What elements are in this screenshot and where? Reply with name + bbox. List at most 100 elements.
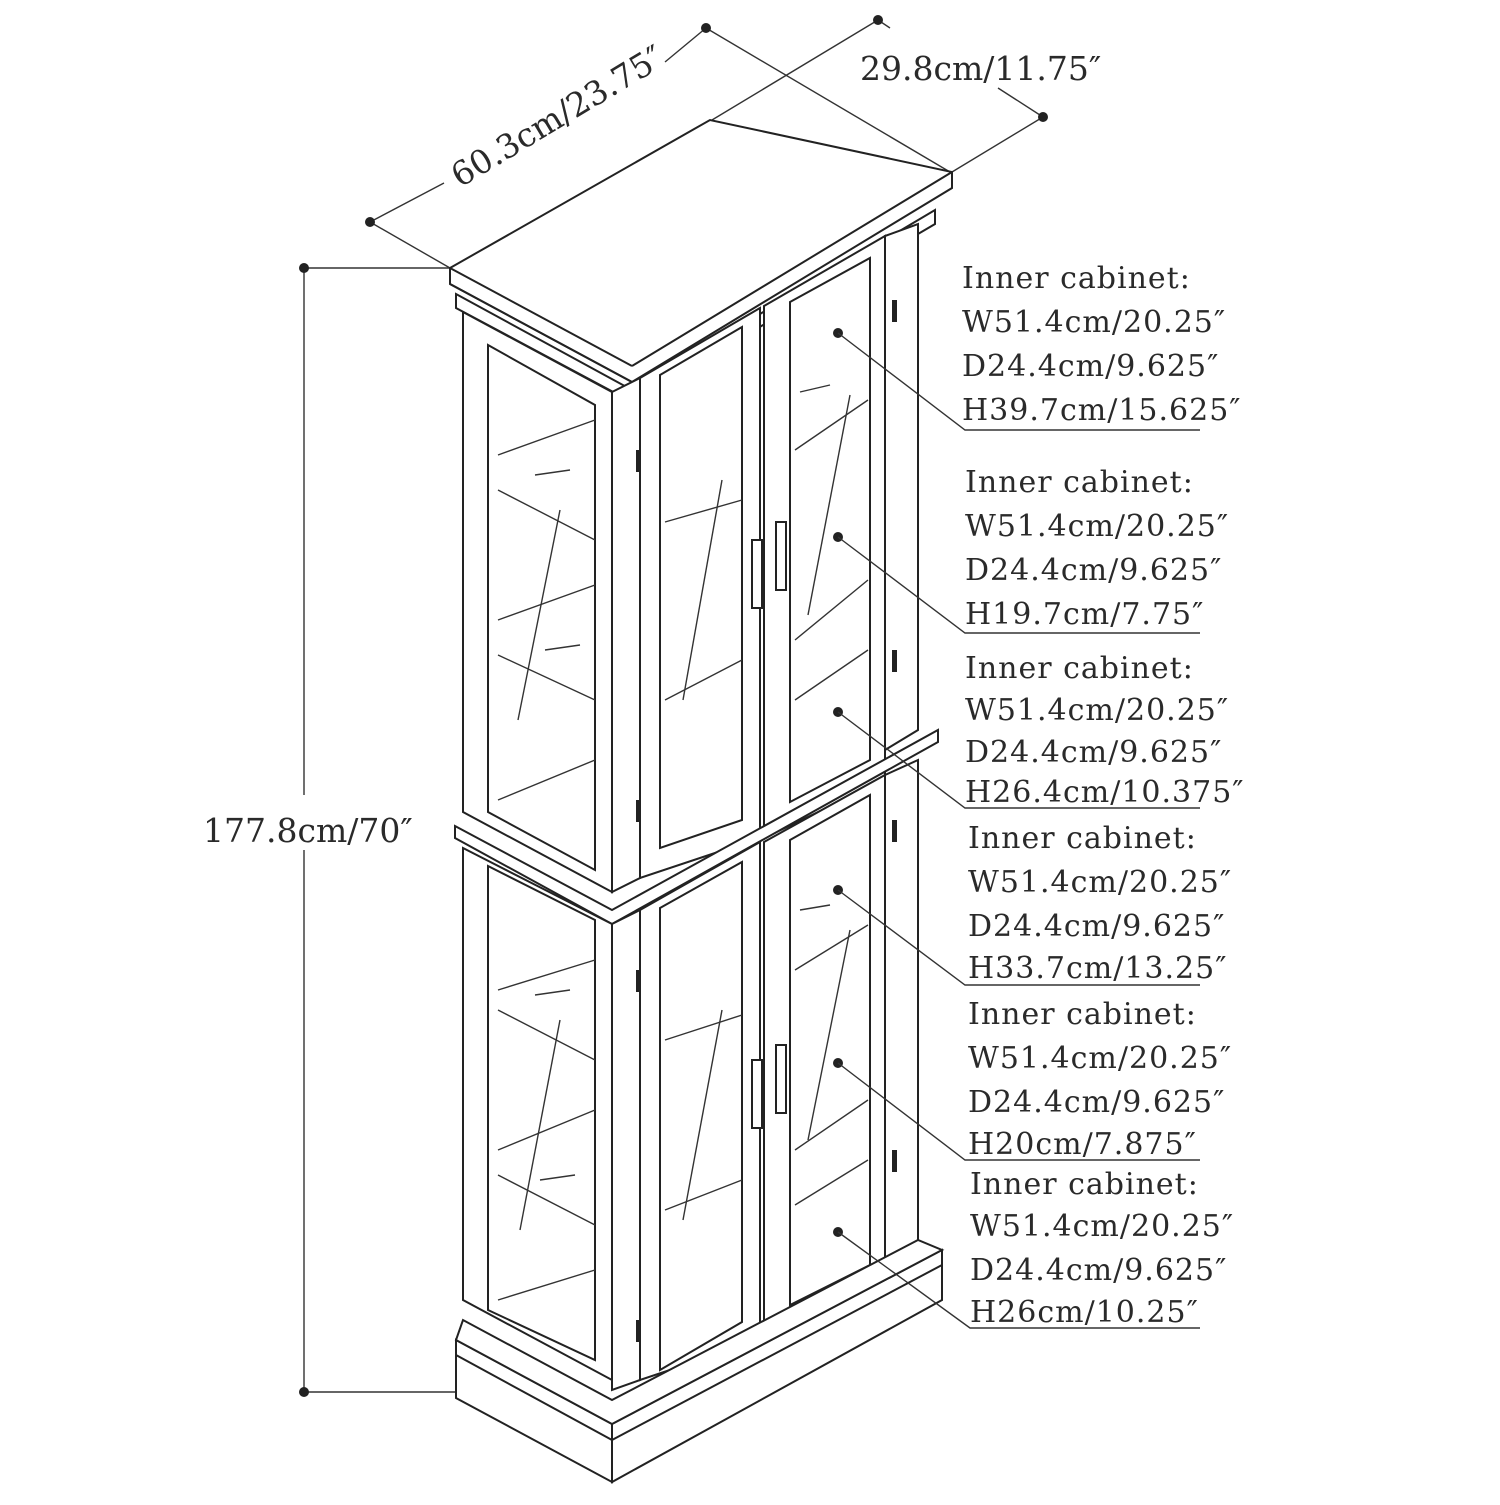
spec-block-3: Inner cabinet: W51.4cm/20.25″ D24.4cm/9.… bbox=[965, 651, 1245, 810]
lower-left-door-shelf-1 bbox=[664, 1014, 743, 1041]
lower-left-handle bbox=[751, 1059, 763, 1129]
leader-4-line bbox=[837, 889, 1200, 986]
height-dim-dot-bottom bbox=[299, 1387, 309, 1397]
lower-front-hinge-bottom bbox=[636, 1320, 641, 1342]
lower-left-shelf-2 bbox=[497, 1009, 596, 1061]
lower-left-glass-panel bbox=[487, 864, 596, 1362]
upper-left-glare-1 bbox=[534, 469, 571, 476]
upper-left-door-glass bbox=[659, 325, 743, 850]
lower-left-shelf-5 bbox=[497, 1269, 596, 1301]
height-dim-dot-top bbox=[299, 263, 309, 273]
upper-left-shelf-4 bbox=[497, 654, 596, 701]
lower-right-side bbox=[884, 758, 919, 1282]
upper-right-door-shelf-3 bbox=[794, 649, 869, 701]
lower-left-shelf-4 bbox=[497, 1174, 596, 1226]
upper-left-door-shelf-2 bbox=[664, 659, 743, 701]
upper-right-door-reflection bbox=[807, 394, 851, 616]
upper-right-side bbox=[884, 222, 919, 752]
leader-3 bbox=[833, 707, 1200, 809]
spec-2-depth: D24.4cm/9.625″ bbox=[965, 553, 1222, 588]
depth-extension-front bbox=[951, 116, 1044, 173]
depth-dim-line-b bbox=[997, 87, 1044, 118]
top-front-edge bbox=[449, 283, 633, 383]
lower-left-shelf-3 bbox=[497, 1109, 596, 1151]
spec-1-depth: D24.4cm/9.625″ bbox=[962, 349, 1219, 384]
height-dimension-label: 177.8cm/70″ bbox=[203, 811, 413, 850]
leader-6 bbox=[833, 1227, 1200, 1329]
width-dim-line-left bbox=[369, 182, 445, 223]
spec-5-depth: D24.4cm/9.625″ bbox=[968, 1085, 1225, 1120]
leader-2-line bbox=[837, 536, 1200, 634]
spec-block-4: Inner cabinet: W51.4cm/20.25″ D24.4cm/9.… bbox=[968, 821, 1232, 986]
spec-4-label: Inner cabinet: bbox=[968, 821, 1197, 856]
spec-1-width: W51.4cm/20.25″ bbox=[962, 305, 1226, 340]
spec-6-height: H26cm/10.25″ bbox=[970, 1295, 1199, 1330]
depth-dim-dot-bottom bbox=[1038, 112, 1048, 122]
upper-right-handle bbox=[775, 521, 787, 591]
leader-5 bbox=[833, 1058, 1200, 1161]
lower-right-door-shelf-2 bbox=[794, 1099, 869, 1151]
width-dim-dot-right bbox=[701, 23, 711, 33]
upper-left-door-reflection bbox=[682, 479, 723, 701]
leader-5-line bbox=[837, 1062, 1200, 1161]
spec-6-label: Inner cabinet: bbox=[970, 1167, 1199, 1202]
top-side-edge bbox=[631, 171, 953, 367]
leader-2 bbox=[833, 532, 1200, 634]
spec-2-width: W51.4cm/20.25″ bbox=[965, 509, 1229, 544]
lower-left-shelf-1 bbox=[497, 959, 596, 991]
spec-4-height: H33.7cm/13.25″ bbox=[968, 951, 1227, 986]
base-molding-line bbox=[455, 1354, 613, 1441]
upper-front-hinge-bottom bbox=[636, 800, 641, 822]
lower-front-hinge-top bbox=[636, 970, 641, 992]
upper-left-glare-2 bbox=[544, 644, 581, 651]
lower-right-door-glass bbox=[789, 793, 871, 1307]
spec-5-width: W51.4cm/20.25″ bbox=[968, 1041, 1232, 1076]
lower-right-door-reflection bbox=[807, 929, 851, 1141]
lower-right-handle bbox=[775, 1044, 787, 1114]
spec-block-6: Inner cabinet: W51.4cm/20.25″ D24.4cm/9.… bbox=[970, 1167, 1234, 1330]
top-lip bbox=[449, 267, 633, 367]
depth-extension-back bbox=[711, 19, 879, 121]
lower-right-door-glare bbox=[799, 904, 831, 911]
cabinet-drawing bbox=[449, 118, 953, 1484]
spec-4-width: W51.4cm/20.25″ bbox=[968, 865, 1232, 900]
spec-1-height: H39.7cm/15.625″ bbox=[962, 393, 1242, 428]
depth-dim-dot-top bbox=[873, 15, 883, 25]
width-dim-dot-left bbox=[365, 217, 375, 227]
middle-molding bbox=[454, 728, 939, 926]
lower-right-door-shelf-1 bbox=[794, 924, 869, 971]
upper-left-door-shelf-1 bbox=[664, 499, 743, 523]
lower-left-door-reflection bbox=[682, 1009, 723, 1221]
width-dim-line-right bbox=[664, 27, 707, 63]
lower-hinge-bottom bbox=[892, 1150, 897, 1172]
lower-left-door-shelf-2 bbox=[664, 1179, 743, 1211]
lower-right-door-shelf-3 bbox=[794, 1159, 869, 1206]
upper-right-door-glass bbox=[789, 256, 871, 804]
upper-left-handle bbox=[751, 539, 763, 609]
spec-3-depth: D24.4cm/9.625″ bbox=[965, 735, 1222, 770]
depth-dimension: 29.8cm/11.75″ bbox=[711, 15, 1101, 173]
leader-1 bbox=[833, 328, 1200, 431]
width-extension-right bbox=[705, 27, 951, 173]
spec-5-height: H20cm/7.875″ bbox=[968, 1127, 1197, 1162]
leader-6-line bbox=[837, 1231, 1200, 1329]
upper-left-shelf-2 bbox=[497, 489, 596, 541]
lower-left-glare-2 bbox=[539, 1174, 576, 1181]
spec-block-5: Inner cabinet: W51.4cm/20.25″ D24.4cm/9.… bbox=[968, 997, 1232, 1162]
spec-2-height: H19.7cm/7.75″ bbox=[965, 597, 1204, 632]
spec-block-2: Inner cabinet: W51.4cm/20.25″ D24.4cm/9.… bbox=[965, 465, 1229, 632]
upper-hinge-bottom bbox=[892, 650, 897, 672]
base-top-plinth bbox=[454, 1238, 945, 1426]
lower-left-glare-1 bbox=[534, 989, 571, 996]
depth-dimension-label: 29.8cm/11.75″ bbox=[860, 49, 1101, 88]
upper-right-door-shelf-2 bbox=[794, 579, 869, 641]
spec-4-depth: D24.4cm/9.625″ bbox=[968, 909, 1225, 944]
spec-3-height: H26.4cm/10.375″ bbox=[965, 775, 1245, 810]
leader-4 bbox=[833, 885, 1200, 986]
upper-left-shelf-3 bbox=[497, 584, 596, 621]
upper-hinge-top bbox=[892, 300, 897, 322]
spec-6-depth: D24.4cm/9.625″ bbox=[970, 1253, 1227, 1288]
spec-6-width: W51.4cm/20.25″ bbox=[970, 1209, 1234, 1244]
